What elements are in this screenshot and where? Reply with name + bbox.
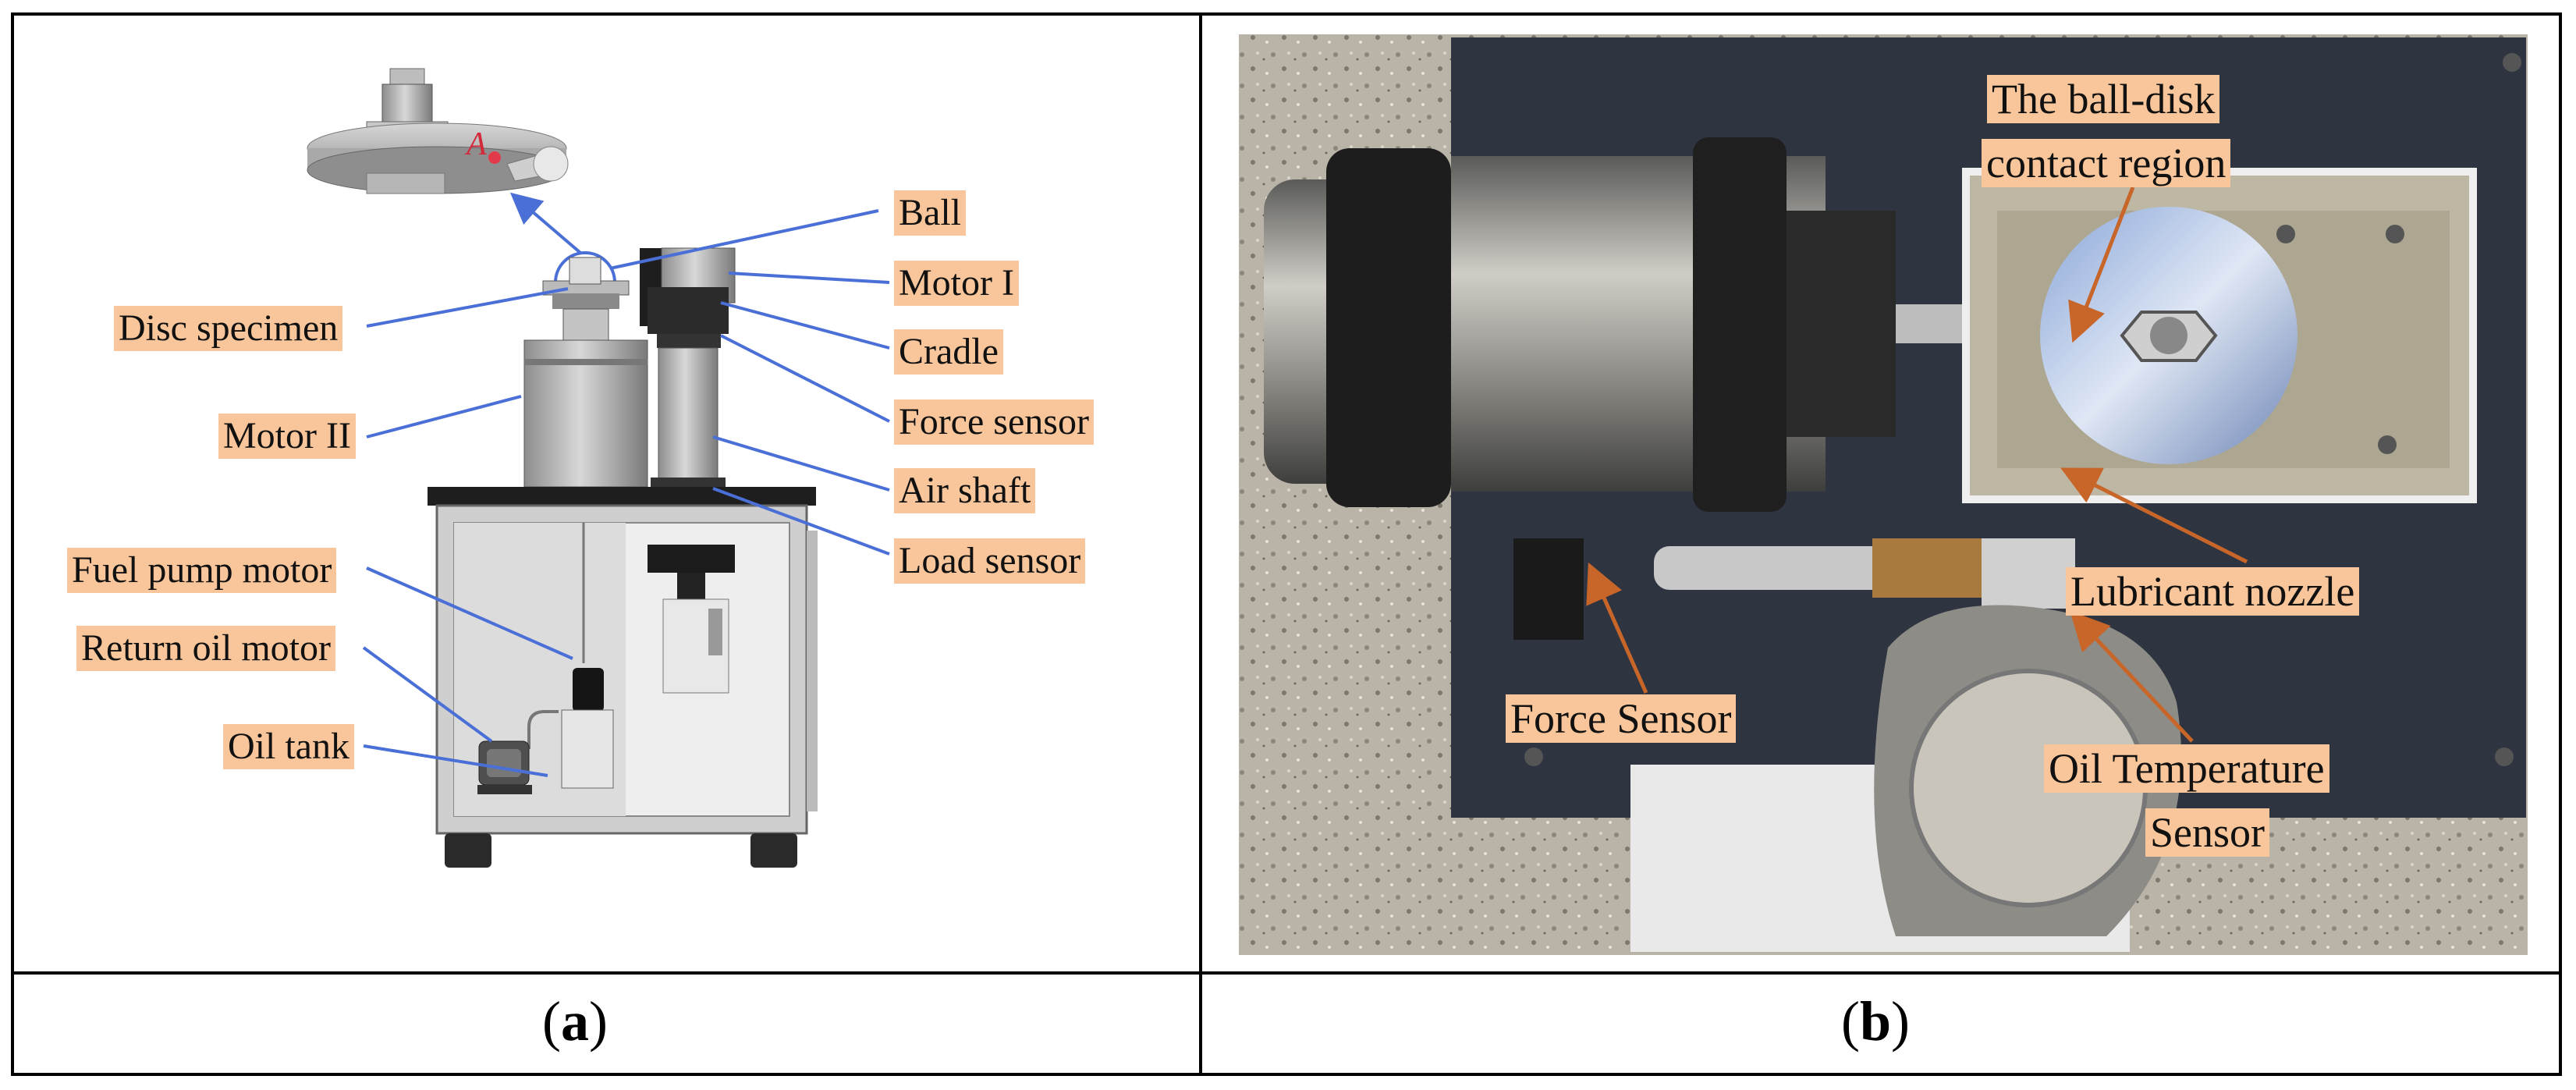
label-return-oil-motor: Return oil motor xyxy=(76,626,335,671)
caption-a: (a) xyxy=(542,990,608,1053)
label-contact-region-line2: contact region xyxy=(1982,139,2231,187)
label-disc-specimen: Disc specimen xyxy=(114,306,343,351)
motor-ii-assembly xyxy=(523,257,648,488)
label-force-sensor-b: Force Sensor xyxy=(1506,694,1737,743)
caption-b-letter: b xyxy=(1859,990,1892,1053)
label-oil-tank: Oil tank xyxy=(223,724,354,769)
label-force-sensor-a: Force sensor xyxy=(894,399,1094,445)
label-motor-i: Motor I xyxy=(894,261,1019,306)
label-contact-region-line1: The ball-disk xyxy=(1987,75,2220,123)
caption-b: (b) xyxy=(1841,990,1911,1053)
caption-divider xyxy=(11,971,2562,975)
caption-a-letter: a xyxy=(560,990,589,1053)
point-a-label: A xyxy=(464,126,487,162)
label-motor-ii: Motor II xyxy=(218,414,356,459)
panel-a-cad-drawing: A xyxy=(307,68,890,868)
label-oil-temp-line2: Sensor xyxy=(2145,808,2269,857)
inset-disc-specimen xyxy=(307,68,569,194)
label-fuel-pump-motor: Fuel pump motor xyxy=(67,548,337,593)
motor-i-assembly xyxy=(640,247,736,488)
label-lubricant-nozzle: Lubricant nozzle xyxy=(2066,567,2360,616)
label-oil-temp-line1: Oil Temperature xyxy=(2044,744,2329,793)
label-ball: Ball xyxy=(894,190,966,236)
panel-b-photo xyxy=(1239,34,2528,955)
label-air-shaft: Air shaft xyxy=(894,468,1036,513)
figure-frame xyxy=(11,12,2562,1076)
panel-divider-vertical xyxy=(1199,12,1202,1076)
label-load-sensor: Load sensor xyxy=(894,538,1086,584)
label-cradle: Cradle xyxy=(894,329,1003,375)
